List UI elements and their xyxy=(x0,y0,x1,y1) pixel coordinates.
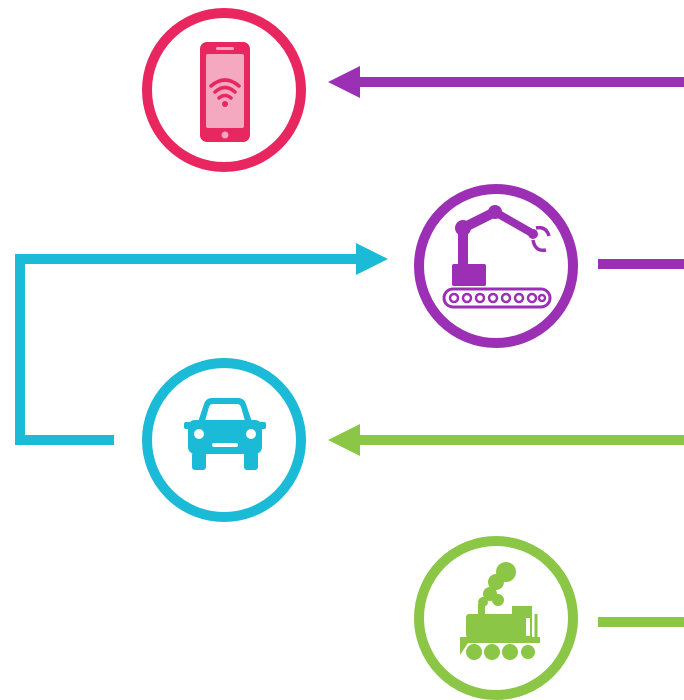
smartphone-wifi-icon xyxy=(200,42,250,142)
node-train xyxy=(414,536,578,700)
connector-to-smartphone xyxy=(328,66,684,98)
node-car xyxy=(142,358,306,522)
node-smartphone xyxy=(142,8,306,172)
node-robot-arm xyxy=(414,184,578,348)
steam-locomotive-icon xyxy=(460,562,540,660)
car-icon xyxy=(184,398,266,470)
robot-arm-conveyor-icon xyxy=(442,205,552,309)
connector-car-to-robot-arm xyxy=(15,243,388,445)
connector-to-car xyxy=(328,424,684,456)
